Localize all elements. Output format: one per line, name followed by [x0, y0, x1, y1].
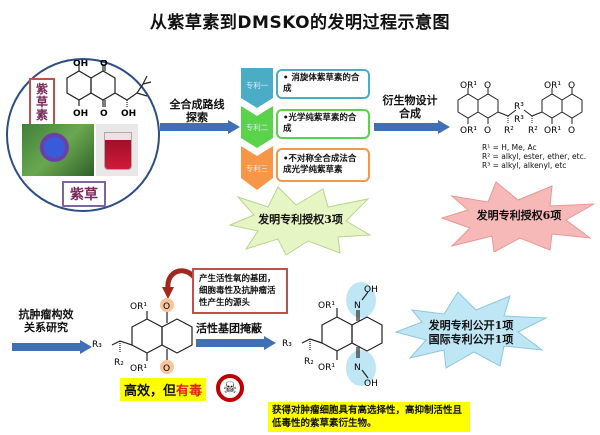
verdict-badge: 高效，但有毒	[120, 378, 207, 401]
r-groups: R¹ = H, Me, Ac R² = alkyl, ester, ether,…	[482, 143, 586, 170]
verdict-toxic: 有毒	[176, 384, 203, 399]
burst-granted-6	[440, 181, 595, 252]
chevron-1-label: 专利一	[245, 81, 269, 90]
d1-o-bottom: O	[484, 126, 491, 136]
d2-o-bottom: O	[568, 126, 575, 136]
oh-side: OH	[121, 109, 136, 119]
dmsko-r3: R₃	[282, 339, 292, 349]
published-line-2: 国际专利公开1项	[428, 333, 514, 346]
patent-1-text: • 消旋体紫草素的合成	[283, 73, 360, 94]
beaker-photo	[96, 124, 138, 176]
chevron-2-label: 专利二	[245, 123, 269, 132]
d2-r3: R³	[514, 115, 524, 125]
conclusion-box: 获得对肿瘤细胞具有高选择性，高抑制活性且低毒性的紫草素衍生物。	[268, 402, 470, 432]
burst-published	[394, 291, 548, 369]
plant-label: 紫草	[62, 181, 106, 207]
total-synthesis-label: 全合成路线探索	[169, 98, 225, 124]
r1-def: R¹ = H, Me, Ac	[482, 143, 537, 152]
compound-label: 紫草素	[29, 78, 55, 127]
d2-o-top: O	[568, 81, 575, 91]
dmsko-oh-bottom: OH	[364, 379, 378, 389]
oh-top: OH	[73, 60, 88, 69]
chevron-3-label: 专利三	[245, 164, 269, 173]
d1-or1-top: OR¹	[460, 81, 477, 91]
derivative-design-label: 衍生物设计合成	[382, 94, 438, 120]
burst-granted-3-text: 发明专利授权3项	[258, 213, 343, 226]
dmsko-r2: R₂	[304, 357, 314, 367]
dmsko-n-top: N	[354, 301, 361, 311]
o-top: O	[100, 60, 108, 69]
burst-published-text: 发明专利公开1项 国际专利公开1项	[412, 319, 530, 347]
sar-r3: R₃	[92, 340, 102, 350]
curved-arrow-icon	[162, 268, 196, 299]
patent-3-text: •不对称全合成法合成光学纯紫草素	[283, 154, 357, 175]
patent-card-2: •光学纯紫草素的合成	[276, 109, 370, 139]
masking-label: 活性基团掩蔽	[196, 322, 262, 335]
dmsko-structure: OR¹ N OH OR¹ N OH R₃ R₂	[282, 282, 383, 389]
d2-or1-bottom: OR¹	[544, 126, 561, 136]
chevron-1	[241, 68, 273, 108]
dmsko-or1-bottom: OR¹	[318, 363, 335, 373]
sar-o-top: O	[163, 302, 170, 312]
sar-study-label: 抗肿瘤构效关系研究	[18, 308, 74, 334]
skull-icon: ☠	[216, 374, 244, 402]
d1-r2: R²	[504, 126, 514, 136]
dmsko-oh-top: OH	[364, 285, 378, 295]
arrow-total-synthesis	[160, 120, 240, 134]
burst-granted-3	[228, 186, 372, 255]
shikonin-structure: OH O OH O OH	[66, 60, 152, 119]
chevron-3	[241, 146, 273, 190]
d2-or1-top: OR¹	[544, 81, 561, 91]
published-line-1: 发明专利公开1项	[428, 319, 514, 332]
o-bottom: O	[100, 109, 108, 119]
oh-bottom: OH	[73, 109, 88, 119]
sar-or1-bottom: OR¹	[130, 364, 147, 374]
plant-label-text: 紫草	[70, 187, 98, 203]
sar-note: 产生活性氧的基团，细胞毒性及抗肿瘤活性产生的源头	[192, 268, 288, 314]
patent-card-1: • 消旋体紫草素的合成	[276, 69, 370, 99]
d1-or1-bottom: OR¹	[460, 126, 477, 136]
patent-2-text: •光学纯紫草素的合成	[283, 113, 357, 134]
r3-def: R³ = alkyl, alkenyl, etc	[482, 161, 567, 170]
dmsko-n-bottom: N	[354, 363, 361, 373]
page-title: 从紫草素到DMSKO的发明过程示意图	[149, 13, 451, 33]
d1-r3: R³	[514, 102, 524, 112]
derivative-structures: OR¹ O OR¹ O R³ R² OR¹ O OR¹ O R³ R²	[457, 81, 583, 136]
plant-photo	[22, 124, 94, 176]
patent-card-3: •不对称全合成法合成光学纯紫草素	[276, 148, 370, 182]
arrow-masking	[196, 336, 276, 350]
shikonin-core-structure: OR¹ O OR¹ O R₃ R₂	[92, 298, 193, 374]
verdict-prefix: 高效，但	[124, 384, 177, 399]
sar-r2: R₂	[114, 358, 124, 368]
compound-label-text: 紫草素	[35, 82, 48, 122]
d2-r2: R²	[528, 126, 538, 136]
sar-or1-top: OR¹	[130, 302, 147, 312]
sar-o-bottom: O	[163, 364, 170, 374]
d1-o-top: O	[484, 81, 491, 91]
patent-chevrons	[241, 68, 273, 190]
arrow-derivative-design	[374, 120, 450, 134]
burst-granted-6-text: 发明专利授权6项	[476, 209, 562, 222]
r2-def: R² = alkyl, ester, ether, etc.	[482, 152, 587, 161]
chevron-2	[241, 106, 273, 148]
dmsko-or1-top: OR¹	[318, 301, 335, 311]
arrow-sar-study	[12, 340, 92, 354]
